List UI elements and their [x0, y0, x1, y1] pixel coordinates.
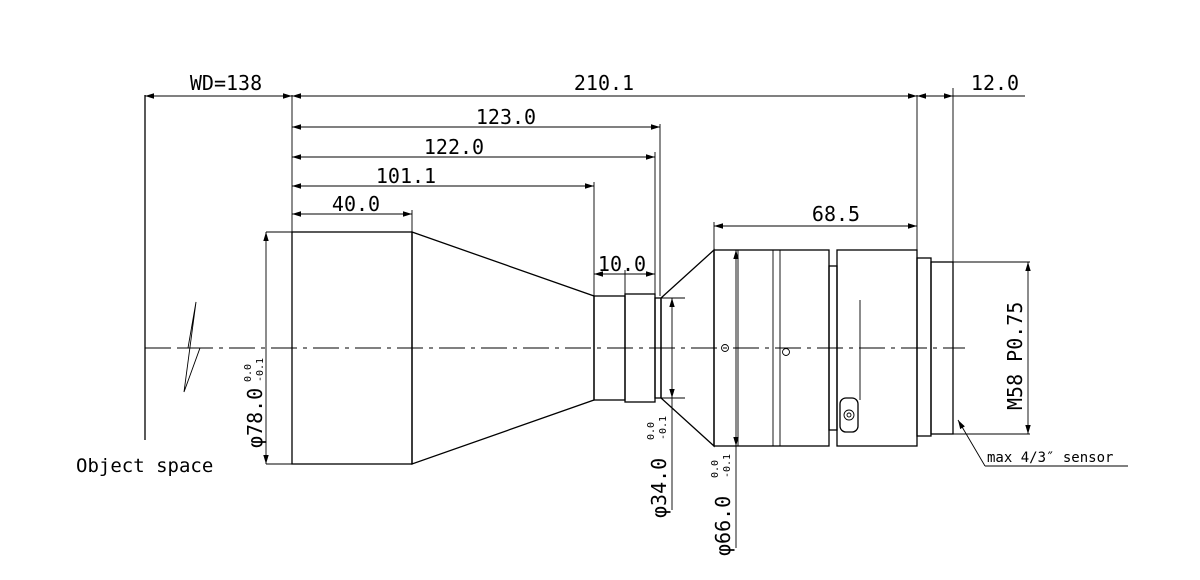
front-barrel — [291, 231, 413, 465]
dim-thread: M58 P0.75 — [1003, 302, 1027, 410]
break-symbol — [178, 301, 210, 393]
dim-diameter-34: φ34.0 — [647, 458, 671, 518]
dim-68: 68.5 — [812, 202, 860, 226]
dim-total-length: 210.1 — [574, 71, 634, 95]
dim-back-focus: 12.0 — [971, 71, 1019, 95]
dim-diameter-78: φ78.0 — [243, 388, 267, 448]
tol-66-lower: -0.1 — [722, 454, 733, 478]
tol-34-upper: 0.0 — [646, 422, 657, 440]
dim-123: 123.0 — [476, 105, 536, 129]
diameter-dimensions — [263, 231, 1031, 548]
rear-barrel — [713, 249, 830, 447]
rear-collar — [916, 257, 932, 437]
lens-body — [291, 231, 954, 465]
dim-40: 40.0 — [332, 192, 380, 216]
locking-lever — [839, 397, 859, 433]
dim-122: 122.0 — [424, 135, 484, 159]
dim-10: 10.0 — [598, 252, 646, 276]
label-object-space: Object space — [76, 455, 213, 477]
label-sensor: max 4/3″ sensor — [987, 450, 1113, 466]
set-screw-1 — [721, 344, 729, 352]
dim-diameter-66: φ66.0 — [711, 496, 735, 556]
tol-78-upper: 0.0 — [243, 364, 254, 382]
tol-78-lower: -0.1 — [255, 358, 266, 382]
sensor-leader — [957, 419, 986, 467]
horizontal-dimensions — [145, 93, 1025, 277]
tol-66-upper: 0.0 — [710, 460, 721, 478]
dim-wd: WD=138 — [190, 71, 262, 95]
dim-101: 101.1 — [376, 164, 436, 188]
set-screw-2 — [782, 348, 790, 356]
mount-thread — [930, 261, 954, 435]
tol-34-lower: -0.1 — [658, 416, 669, 440]
